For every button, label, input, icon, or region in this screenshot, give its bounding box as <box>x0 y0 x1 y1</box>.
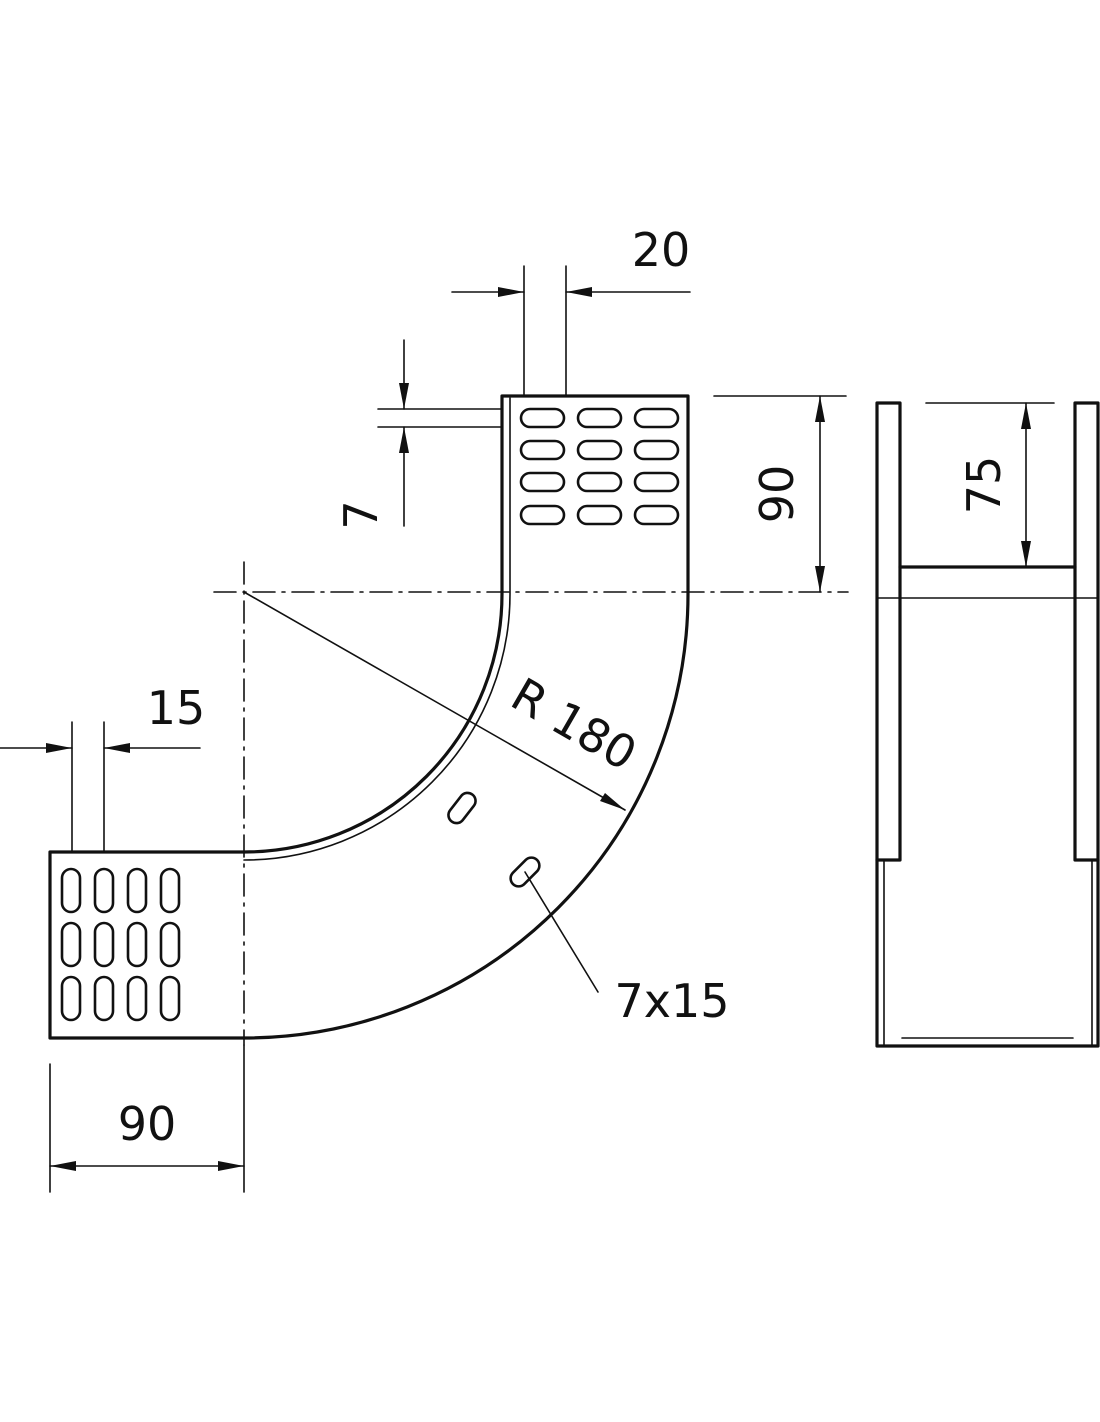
side-view <box>875 401 1100 1048</box>
center-lines <box>213 561 849 1046</box>
bend-outline <box>48 394 690 1040</box>
dim-20 <box>451 265 691 397</box>
dim-7 <box>377 339 503 527</box>
hole-callout <box>524 871 599 993</box>
dim-label-20: 20 <box>632 223 691 277</box>
dim-label-75: 75 <box>957 456 1011 515</box>
dim-90-horizontal <box>49 1044 245 1193</box>
dim-label-90-vertical: 90 <box>750 465 804 524</box>
slots-left <box>60 867 181 1022</box>
dim-15 <box>0 721 201 853</box>
dim-75 <box>925 402 1055 568</box>
dim-label-7: 7 <box>334 500 388 529</box>
dim-label-hole: 7x15 <box>614 974 729 1028</box>
dim-label-radius: R 180 <box>502 667 645 781</box>
dim-90-vertical <box>713 395 847 593</box>
slots-top <box>519 407 680 526</box>
bend-holes <box>447 791 541 888</box>
dim-label-90-horizontal: 90 <box>118 1097 177 1151</box>
dim-label-15: 15 <box>147 681 206 735</box>
dim-radius <box>243 591 626 811</box>
